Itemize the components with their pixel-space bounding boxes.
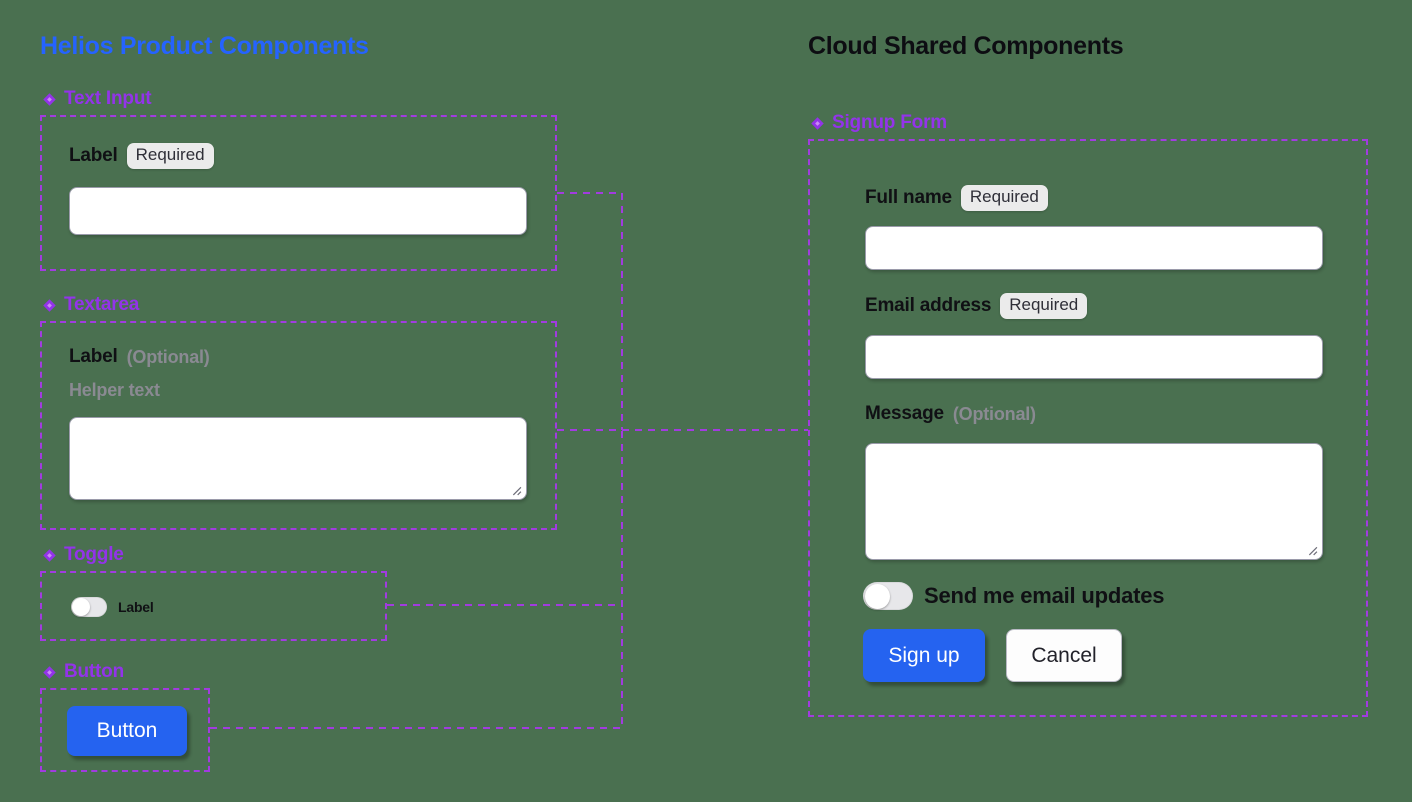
email-updates-toggle-row[interactable]: Send me email updates bbox=[863, 582, 1165, 610]
toggle-knob bbox=[72, 598, 90, 616]
status-badge-required: Required bbox=[960, 185, 1048, 211]
sign-up-button[interactable]: Sign up bbox=[863, 629, 985, 682]
field-label: Full name bbox=[865, 186, 952, 208]
message-textarea[interactable] bbox=[865, 443, 1323, 560]
section-header-signup-form: Signup Form bbox=[810, 112, 947, 134]
email-updates-toggle-switch[interactable] bbox=[863, 582, 913, 610]
diamond-icon bbox=[43, 548, 56, 562]
status-badge-optional: (Optional) bbox=[126, 346, 210, 367]
helper-text: Helper text bbox=[69, 380, 160, 400]
field-label: Message bbox=[865, 403, 944, 424]
field-label-row: Label Required bbox=[69, 143, 214, 169]
section-header-button: Button bbox=[42, 661, 124, 683]
section-label: Signup Form bbox=[832, 112, 947, 133]
toggle-label: Label bbox=[118, 599, 154, 615]
section-label: Text Input bbox=[64, 88, 152, 109]
field-label-row: Label (Optional) bbox=[69, 346, 210, 368]
status-badge-optional: (Optional) bbox=[952, 403, 1036, 424]
section-header-text-input: Text Input bbox=[42, 88, 152, 110]
resize-handle-icon[interactable] bbox=[1305, 543, 1318, 556]
status-badge-required: Required bbox=[1000, 293, 1088, 319]
field-label: Label bbox=[69, 346, 118, 367]
component-frame-button: Button bbox=[40, 688, 210, 772]
component-frame-text-input: Label Required bbox=[40, 115, 557, 271]
diamond-icon bbox=[43, 665, 56, 679]
page-title-helios: Helios Product Components bbox=[40, 32, 369, 60]
component-frame-toggle: Label bbox=[40, 571, 387, 641]
section-label: Button bbox=[64, 661, 124, 682]
email-address-input[interactable] bbox=[865, 335, 1323, 379]
button-demo[interactable]: Button bbox=[67, 706, 187, 756]
connector-text-input bbox=[557, 192, 623, 430]
field-label-row-email: Email address Required bbox=[865, 293, 1088, 319]
component-frame-signup-form: Full name Required Email address Require… bbox=[808, 139, 1368, 717]
section-header-textarea: Textarea bbox=[42, 294, 139, 316]
component-frame-textarea: Label (Optional) Helper text bbox=[40, 321, 557, 530]
diamond-icon bbox=[43, 298, 56, 312]
section-label: Textarea bbox=[64, 294, 140, 315]
section-label: Toggle bbox=[64, 544, 124, 565]
field-label: Label bbox=[69, 144, 118, 166]
full-name-input[interactable] bbox=[865, 226, 1323, 270]
diamond-icon bbox=[811, 116, 824, 130]
text-input-field[interactable] bbox=[69, 187, 527, 235]
page-title-cloud: Cloud Shared Components bbox=[808, 32, 1124, 60]
field-label-row-message: Message (Optional) bbox=[865, 403, 1036, 425]
toggle-knob bbox=[865, 583, 890, 609]
field-label: Email address bbox=[865, 294, 992, 316]
section-header-toggle: Toggle bbox=[42, 544, 124, 566]
toggle-row[interactable]: Label bbox=[71, 597, 154, 617]
textarea-field[interactable] bbox=[69, 417, 527, 500]
diamond-icon bbox=[43, 92, 56, 106]
status-badge-required: Required bbox=[126, 143, 214, 169]
email-updates-toggle-label: Send me email updates bbox=[924, 583, 1165, 608]
toggle-switch[interactable] bbox=[71, 597, 107, 617]
cancel-button[interactable]: Cancel bbox=[1006, 629, 1122, 682]
field-label-row-full-name: Full name Required bbox=[865, 185, 1048, 211]
resize-handle-icon[interactable] bbox=[509, 483, 522, 496]
